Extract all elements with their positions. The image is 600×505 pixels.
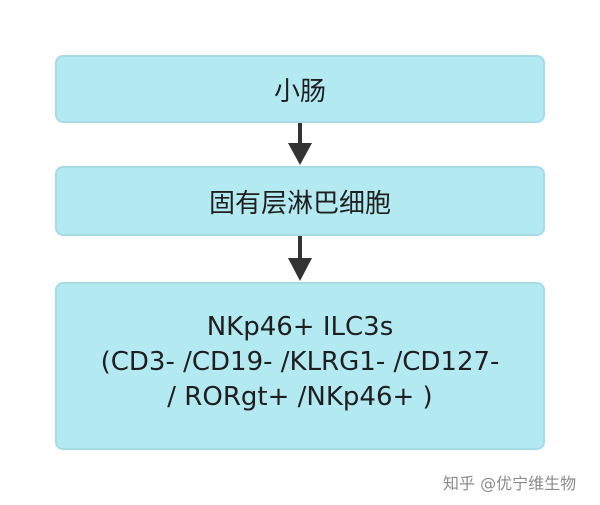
node-marker-line-1: (CD3- /CD19- /KLRG1- /CD127-: [100, 346, 500, 377]
node-label-lamina-propria-lymphocytes: 固有层淋巴细胞: [208, 188, 391, 219]
node-title-nkp46-ilc3s: NKp46+ ILC3s: [206, 311, 394, 342]
node-label-small-intestine: 小肠: [273, 76, 326, 107]
flow-node-lamina-propria-lymphocytes: 固有层淋巴细胞: [55, 166, 545, 236]
node-marker-line-2: / RORgt+ /NKp46+ ): [167, 381, 433, 412]
arrow-small-intestine-to-lymphocytes: [288, 123, 312, 165]
arrow-lymphocytes-to-ilc3s: [288, 236, 312, 281]
flow-node-nkp46-ilc3s: NKp46+ ILC3s (CD3- /CD19- /KLRG1- /CD127…: [55, 282, 545, 450]
watermark: 知乎 @优宁维生物: [443, 474, 577, 493]
flow-node-small-intestine: 小肠: [55, 55, 545, 123]
